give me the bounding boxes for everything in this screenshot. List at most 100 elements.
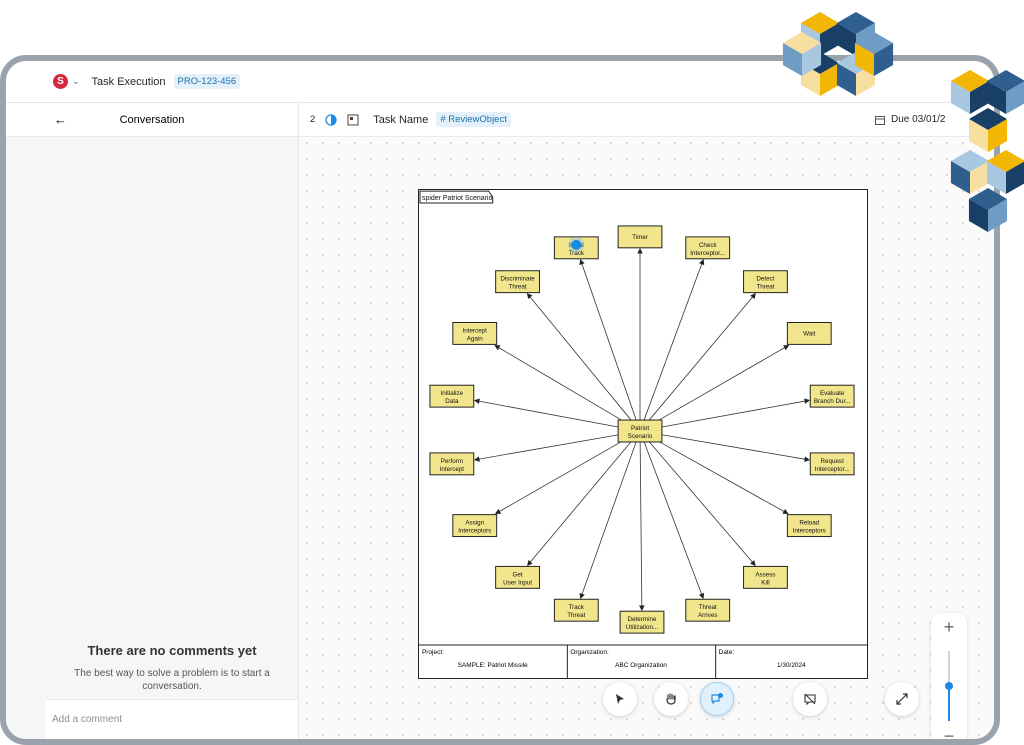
zoom-control: + −	[931, 613, 967, 745]
comment-tool-button[interactable]	[700, 682, 734, 716]
date-label: Date:	[719, 649, 735, 656]
fullscreen-button[interactable]	[885, 682, 919, 716]
top-bar: S ⌄ Task Execution PRO-123-456	[6, 61, 994, 103]
edge-track-threat	[579, 441, 637, 600]
expand-icon	[896, 693, 908, 705]
edge-assign-interceptors	[494, 441, 622, 515]
back-arrow-icon[interactable]: ←	[54, 112, 67, 127]
zoom-slider[interactable]	[945, 651, 953, 721]
zoom-in-button[interactable]: +	[943, 617, 955, 637]
zoom-slider-handle[interactable]	[945, 682, 953, 690]
edge-initialize-data	[473, 398, 619, 428]
object-tag[interactable]: # ReviewObject	[436, 112, 511, 127]
edge-wait	[658, 344, 790, 421]
node-wait[interactable]: Wait	[786, 322, 832, 345]
add-comment-icon	[711, 693, 723, 705]
app-window: S ⌄ Task Execution PRO-123-456 ← Convers…	[0, 55, 1000, 745]
date-value: 1/30/2024	[777, 662, 806, 669]
svg-text:Timer: Timer	[632, 234, 648, 241]
breadcrumb[interactable]: Task Execution	[91, 75, 166, 88]
node-timer[interactable]: Timer	[617, 225, 663, 249]
comment-pin[interactable]	[568, 236, 585, 253]
due-date-text: Due 03/01/2	[891, 114, 946, 125]
empty-state: There are no comments yet The best way t…	[46, 643, 298, 693]
organization-value: ABC Organization	[615, 662, 667, 669]
edge-perform-intercept	[473, 434, 619, 462]
select-tool-button[interactable]	[603, 682, 637, 716]
edge-check-interceptor	[643, 259, 705, 421]
edge-assess-kill	[649, 441, 756, 567]
hand-icon	[666, 693, 676, 705]
contrast-icon[interactable]	[325, 113, 337, 126]
diagram-canvas[interactable]: 2 Task Name # ReviewObject Due 03/01/2 s…	[299, 103, 994, 739]
zoom-out-button[interactable]: −	[943, 726, 955, 745]
diagram-frame-title: spider Patriot Scenario	[422, 195, 492, 202]
edge-intercept-again	[494, 344, 622, 421]
edge-get-user-input	[527, 441, 632, 567]
edge-threat-arrives	[643, 441, 705, 600]
version-count: 2	[310, 114, 316, 125]
comment-off-icon	[804, 693, 816, 706]
zoom-slider-fill	[948, 686, 950, 721]
layout-icon[interactable]	[347, 114, 359, 126]
app-logo[interactable]: S	[53, 74, 68, 89]
empty-state-text: The best way to solve a problem is to st…	[74, 668, 270, 692]
edge-detect-threat	[648, 293, 756, 421]
project-value: SAMPLE: Patriot Missile	[458, 662, 529, 669]
svg-text:Wait: Wait	[803, 330, 816, 337]
spider-diagram[interactable]: spider Patriot Scenario InitialTrackTime…	[418, 189, 868, 679]
comment-input[interactable]: Add a comment	[46, 699, 298, 739]
edge-request-interceptor	[661, 434, 811, 462]
organization-label: Organization:	[570, 649, 609, 656]
calendar-icon	[875, 115, 885, 125]
sidebar-title: Conversation	[119, 113, 185, 126]
edge-discriminate-threat	[526, 293, 632, 421]
due-date[interactable]: Due 03/01/2	[875, 114, 946, 125]
hide-comments-button[interactable]	[793, 682, 827, 716]
edge-evaluate-branch	[661, 398, 811, 428]
pan-tool-button[interactable]	[654, 682, 688, 716]
chevron-down-icon[interactable]: ⌄	[72, 76, 80, 86]
task-id-badge[interactable]: PRO-123-456	[173, 74, 241, 89]
edge-determine-utilization	[639, 441, 645, 612]
project-label: Project:	[422, 649, 444, 656]
empty-state-title: There are no comments yet	[87, 643, 257, 658]
cursor-icon	[616, 694, 624, 704]
task-name[interactable]: Task Name	[373, 113, 429, 126]
sidebar-header: ← Conversation	[6, 103, 298, 137]
diagram-nodes: InitialTrackTimerCheckInterceptor...Disc…	[429, 225, 855, 634]
edge-initial-track	[579, 259, 637, 421]
decorative-cubes	[782, 12, 1024, 232]
conversation-sidebar: ← Conversation There are no comments yet…	[6, 103, 299, 739]
